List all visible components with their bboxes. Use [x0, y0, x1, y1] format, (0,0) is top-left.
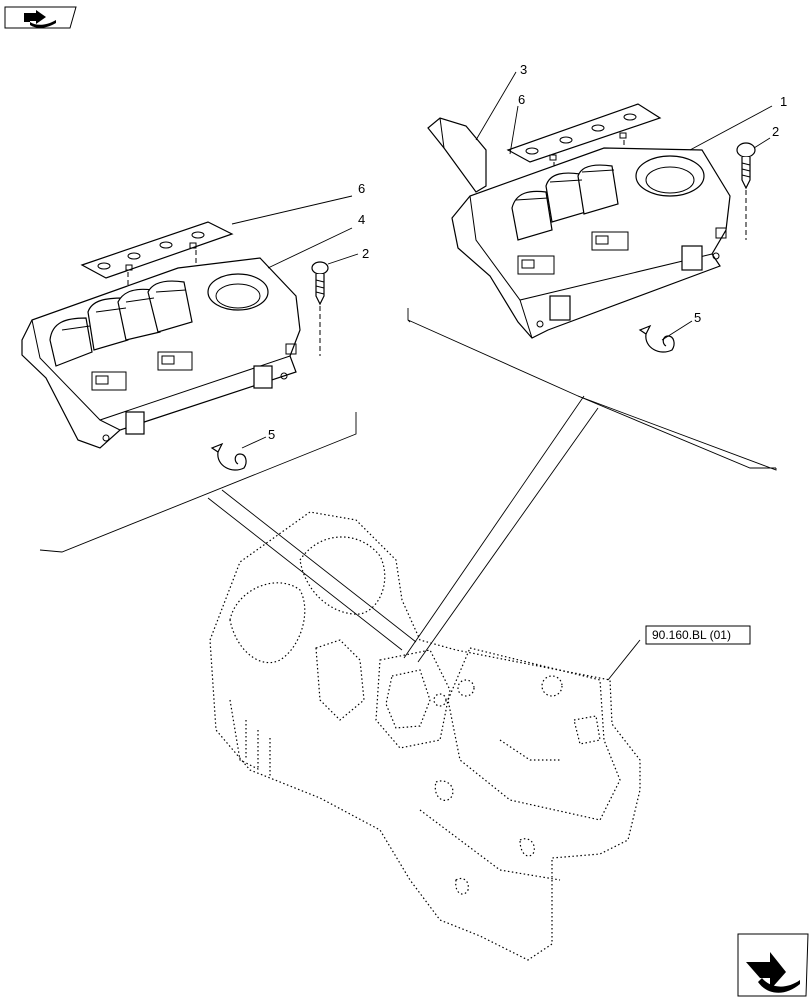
callout-6-right: 6 — [518, 92, 525, 107]
navigation-arrow-icon[interactable] — [737, 933, 809, 997]
callout-2-left: 2 — [362, 246, 369, 261]
left-assembly-drawing — [21, 221, 329, 471]
connector-lines — [39, 308, 777, 663]
callout-1-right: 1 — [780, 94, 787, 109]
reference-label: 90.160.BL (01) — [652, 628, 731, 642]
reference-box[interactable] — [645, 625, 751, 645]
callout-4-left: 4 — [358, 212, 365, 227]
callout-5-left: 5 — [268, 427, 275, 442]
console-ghost-drawing — [209, 511, 641, 961]
callout-6-left: 6 — [358, 181, 365, 196]
callout-3-right: 3 — [520, 62, 527, 77]
callout-5-right: 5 — [694, 310, 701, 325]
right-assembly-drawing — [427, 103, 756, 353]
book-arrow-icon[interactable] — [4, 6, 77, 29]
callout-2-right: 2 — [772, 124, 779, 139]
